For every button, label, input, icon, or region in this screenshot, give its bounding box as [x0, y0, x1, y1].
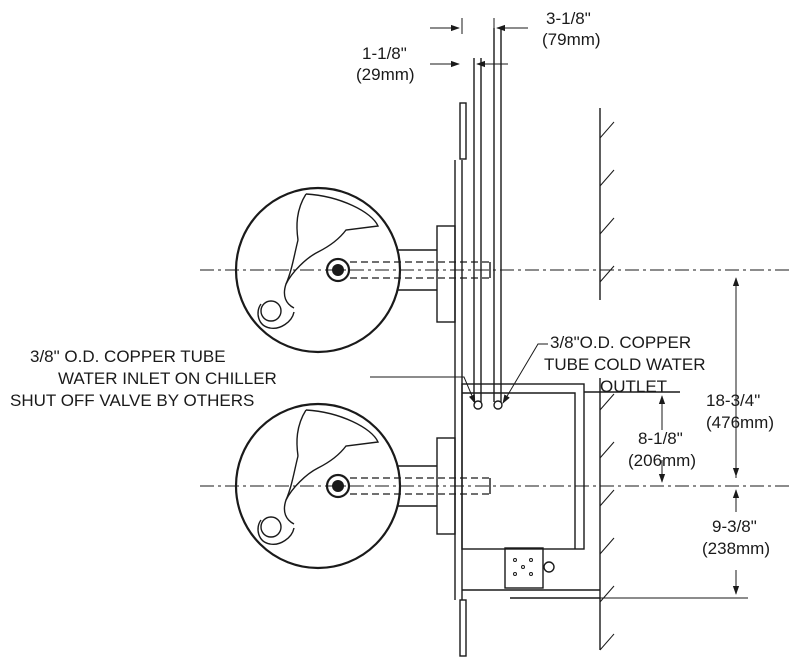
center-lines — [200, 269, 790, 487]
dim-lower-metric: (238mm) — [702, 539, 770, 558]
outlet-port-icon — [493, 400, 503, 410]
dimension-top-right: 3-1/8" (79mm) — [430, 9, 601, 49]
callout-outlet-line-1: 3/8"O.D. COPPER — [550, 333, 691, 352]
callout-outlet-line-2: TUBE COLD WATER — [544, 355, 706, 374]
callout-outlet: 3/8"O.D. COPPER TUBE COLD WATER OUTLET — [502, 333, 706, 404]
callout-inlet-line-3: SHUT OFF VALVE BY OTHERS — [10, 391, 254, 410]
callout-outlet-line-3: OUTLET — [600, 377, 667, 396]
dim-inlet-imperial: 8-1/8" — [638, 429, 683, 448]
upper-push-button-icon — [260, 300, 282, 322]
hidden-drain-pipes — [350, 261, 491, 495]
supply-tubes — [473, 28, 503, 410]
dimension-lower-offset: 9-3/8" (238mm) — [600, 489, 770, 599]
dim-overall-imperial: 18-3/4" — [706, 391, 760, 410]
dimension-inlet-offset: 8-1/8" (206mm) — [628, 395, 696, 483]
dim-top-left-imperial: 1-1/8" — [362, 44, 407, 63]
callout-inlet-line-1: 3/8" O.D. COPPER TUBE — [30, 347, 226, 366]
mounting-frame — [436, 102, 467, 657]
dim-top-right-imperial: 3-1/8" — [546, 9, 591, 28]
callout-inlet-line-2: WATER INLET ON CHILLER — [58, 369, 277, 388]
dimension-top-left: 1-1/8" (29mm) — [356, 44, 508, 84]
chiller-unit — [461, 383, 680, 599]
lower-push-button-icon — [260, 516, 282, 538]
dim-top-left-metric: (29mm) — [356, 65, 415, 84]
callout-inlet: 3/8" O.D. COPPER TUBE WATER INLET ON CHI… — [10, 347, 476, 410]
wall — [599, 108, 615, 651]
dim-top-right-metric: (79mm) — [542, 30, 601, 49]
dim-inlet-metric: (206mm) — [628, 451, 696, 470]
dimension-overall-height: 18-3/4" (476mm) — [706, 277, 774, 478]
dim-lower-imperial: 9-3/8" — [712, 517, 757, 536]
inlet-port-icon — [473, 400, 483, 410]
dim-overall-metric: (476mm) — [706, 413, 774, 432]
